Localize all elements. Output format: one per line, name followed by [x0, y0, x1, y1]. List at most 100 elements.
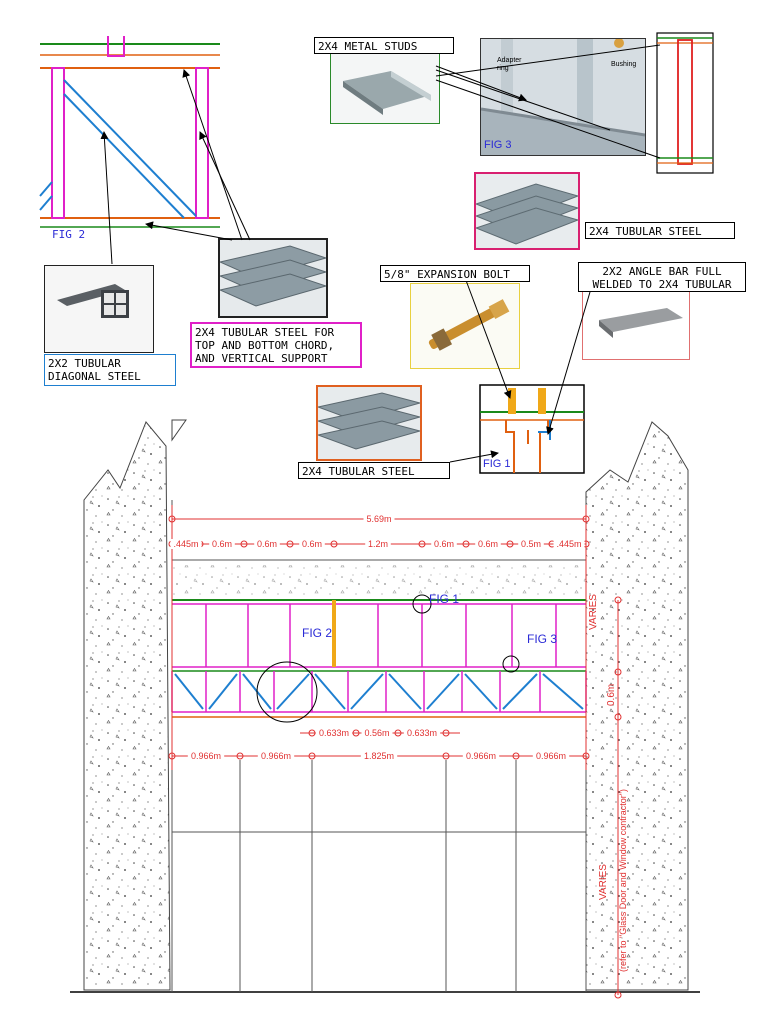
dim-top-1-bg [209, 539, 235, 549]
fig1-detail-tag: FIG 1 [483, 458, 511, 470]
dimension-tick [462, 540, 470, 548]
dimension-tick [582, 515, 590, 523]
dim-top-8-bg [553, 539, 585, 549]
dim-overall-bg [363, 514, 395, 524]
dim-mid-0: 0.633m [319, 728, 349, 738]
fig3-detail [656, 32, 714, 174]
adapter-ring-label: Adapter ring [497, 57, 522, 72]
side-note: (refer to "Glass Door and Window contrac… [618, 789, 628, 972]
dim-top-0-bg [170, 539, 202, 549]
truss-diagonal [276, 673, 310, 710]
dim-top-6-bg [475, 539, 501, 549]
expansion-bolt-label: 5/8" EXPANSION BOLT [380, 265, 530, 282]
dimension-tick [512, 752, 520, 760]
angle-bar-label: 2X2 ANGLE BAR FULL WELDED TO 2X4 TUBULAR [578, 262, 746, 292]
fig3-photo-tag: FIG 3 [484, 139, 512, 151]
tubular-steel-photo-bottom [316, 385, 422, 461]
dim-bottom-3: 0.966m [466, 751, 496, 761]
dim-mid-2-bg [403, 728, 441, 738]
truss-diagonal [350, 673, 384, 710]
metal-studs-label: 2X4 METAL STUDS [314, 37, 454, 54]
truss-diagonal [388, 673, 422, 710]
dimension-tick [168, 515, 176, 523]
dimension-tick [236, 752, 244, 760]
dim-top-1: 0.6m [212, 539, 232, 549]
dim-top-4: 1.2m [368, 539, 388, 549]
dimension-tick [442, 752, 450, 760]
dim-mid-0-bg [315, 728, 353, 738]
truss-diagonal [502, 673, 538, 710]
dimension-tick [308, 752, 316, 760]
dim-mid-1-bg [361, 728, 393, 738]
expansion-bolt-photo [410, 283, 520, 369]
fig2-frame-tag: FIG 2 [302, 626, 333, 640]
dim-bottom-2: 1.825m [364, 751, 394, 761]
dim-top-3-bg [299, 539, 325, 549]
tubular-steel-photo-top [474, 172, 580, 250]
dim-top-7: 0.5m [521, 539, 541, 549]
fig2-detail [39, 36, 220, 228]
dimension-tick [240, 540, 248, 548]
dimension-tick [614, 713, 622, 721]
fig1-frame-tag: FIG 1 [429, 592, 460, 606]
truss-diagonal [426, 673, 460, 710]
dim-top-2: 0.6m [257, 539, 277, 549]
tubular-steel-label-bottom: 2X4 TUBULAR STEEL [298, 462, 450, 479]
truss-diagonal [464, 673, 498, 710]
side-varies-top: VARIES [588, 594, 599, 630]
dimension-tick [614, 668, 622, 676]
truss-diagonal [314, 673, 346, 710]
dimension-tick [506, 540, 514, 548]
side-varies-bottom: VARIES [598, 864, 609, 900]
truss-diagonal [542, 673, 584, 710]
metal-stud-photo [330, 52, 440, 124]
dimension-tick [330, 540, 338, 548]
dim-top-2-bg [254, 539, 280, 549]
bushing-label: Bushing [611, 61, 637, 68]
angle-bar-photo [582, 290, 690, 360]
dim-top-7-bg [518, 539, 544, 549]
dimension-tick [352, 729, 360, 737]
dim-bottom-0: 0.966m [191, 751, 221, 761]
main-frame [171, 594, 587, 723]
side-height-label: 0.6m [606, 683, 617, 706]
dim-bottom-1: 0.966m [261, 751, 291, 761]
dimension-tick [168, 752, 176, 760]
tubular-steel-label-top: 2X4 TUBULAR STEEL [585, 222, 735, 239]
truss-diagonal [174, 673, 204, 710]
dimension-tick [614, 596, 622, 604]
dimension-tick [394, 729, 402, 737]
dimension-tick [308, 729, 316, 737]
chord-support-label: 2X4 TUBULAR STEEL FOR TOP AND BOTTOM CHO… [190, 322, 362, 368]
fig3-frame-tag: FIG 3 [527, 632, 558, 646]
concrete-walls [70, 419, 700, 993]
diagonal-steel-label: 2X2 TUBULAR DIAGONAL STEEL [44, 354, 176, 386]
dim-bottom-3-bg [462, 751, 500, 761]
dim-bottom-4-bg [532, 751, 570, 761]
dim-top-6: 0.6m [478, 539, 498, 549]
dim-top-5: 0.6m [434, 539, 454, 549]
fig2-detail-tag: FIG 2 [52, 228, 86, 241]
dim-mid-1: 0.56m [364, 728, 389, 738]
dim-bottom-1-bg [257, 751, 295, 761]
dim-top-4-bg [365, 539, 391, 549]
dim-top-0: .445m [173, 539, 198, 549]
dim-mid-2: 0.633m [407, 728, 437, 738]
dim-overall: 5.69m [366, 514, 391, 524]
dimension-tick [614, 991, 622, 999]
dimension-tick [286, 540, 294, 548]
dimension-tick [582, 752, 590, 760]
truss-diagonal [208, 673, 238, 710]
dim-top-3: 0.6m [302, 539, 322, 549]
tubular-steel-photo-mid [218, 238, 328, 318]
dim-bottom-0-bg [187, 751, 225, 761]
dim-bottom-2-bg [360, 751, 398, 761]
dim-bottom-4: 0.966m [536, 751, 566, 761]
fig1-detail [479, 384, 585, 474]
dimension-tick [442, 729, 450, 737]
dim-top-8: .445m [556, 539, 581, 549]
dimension-tick [418, 540, 426, 548]
square-tube-photo [44, 265, 154, 353]
